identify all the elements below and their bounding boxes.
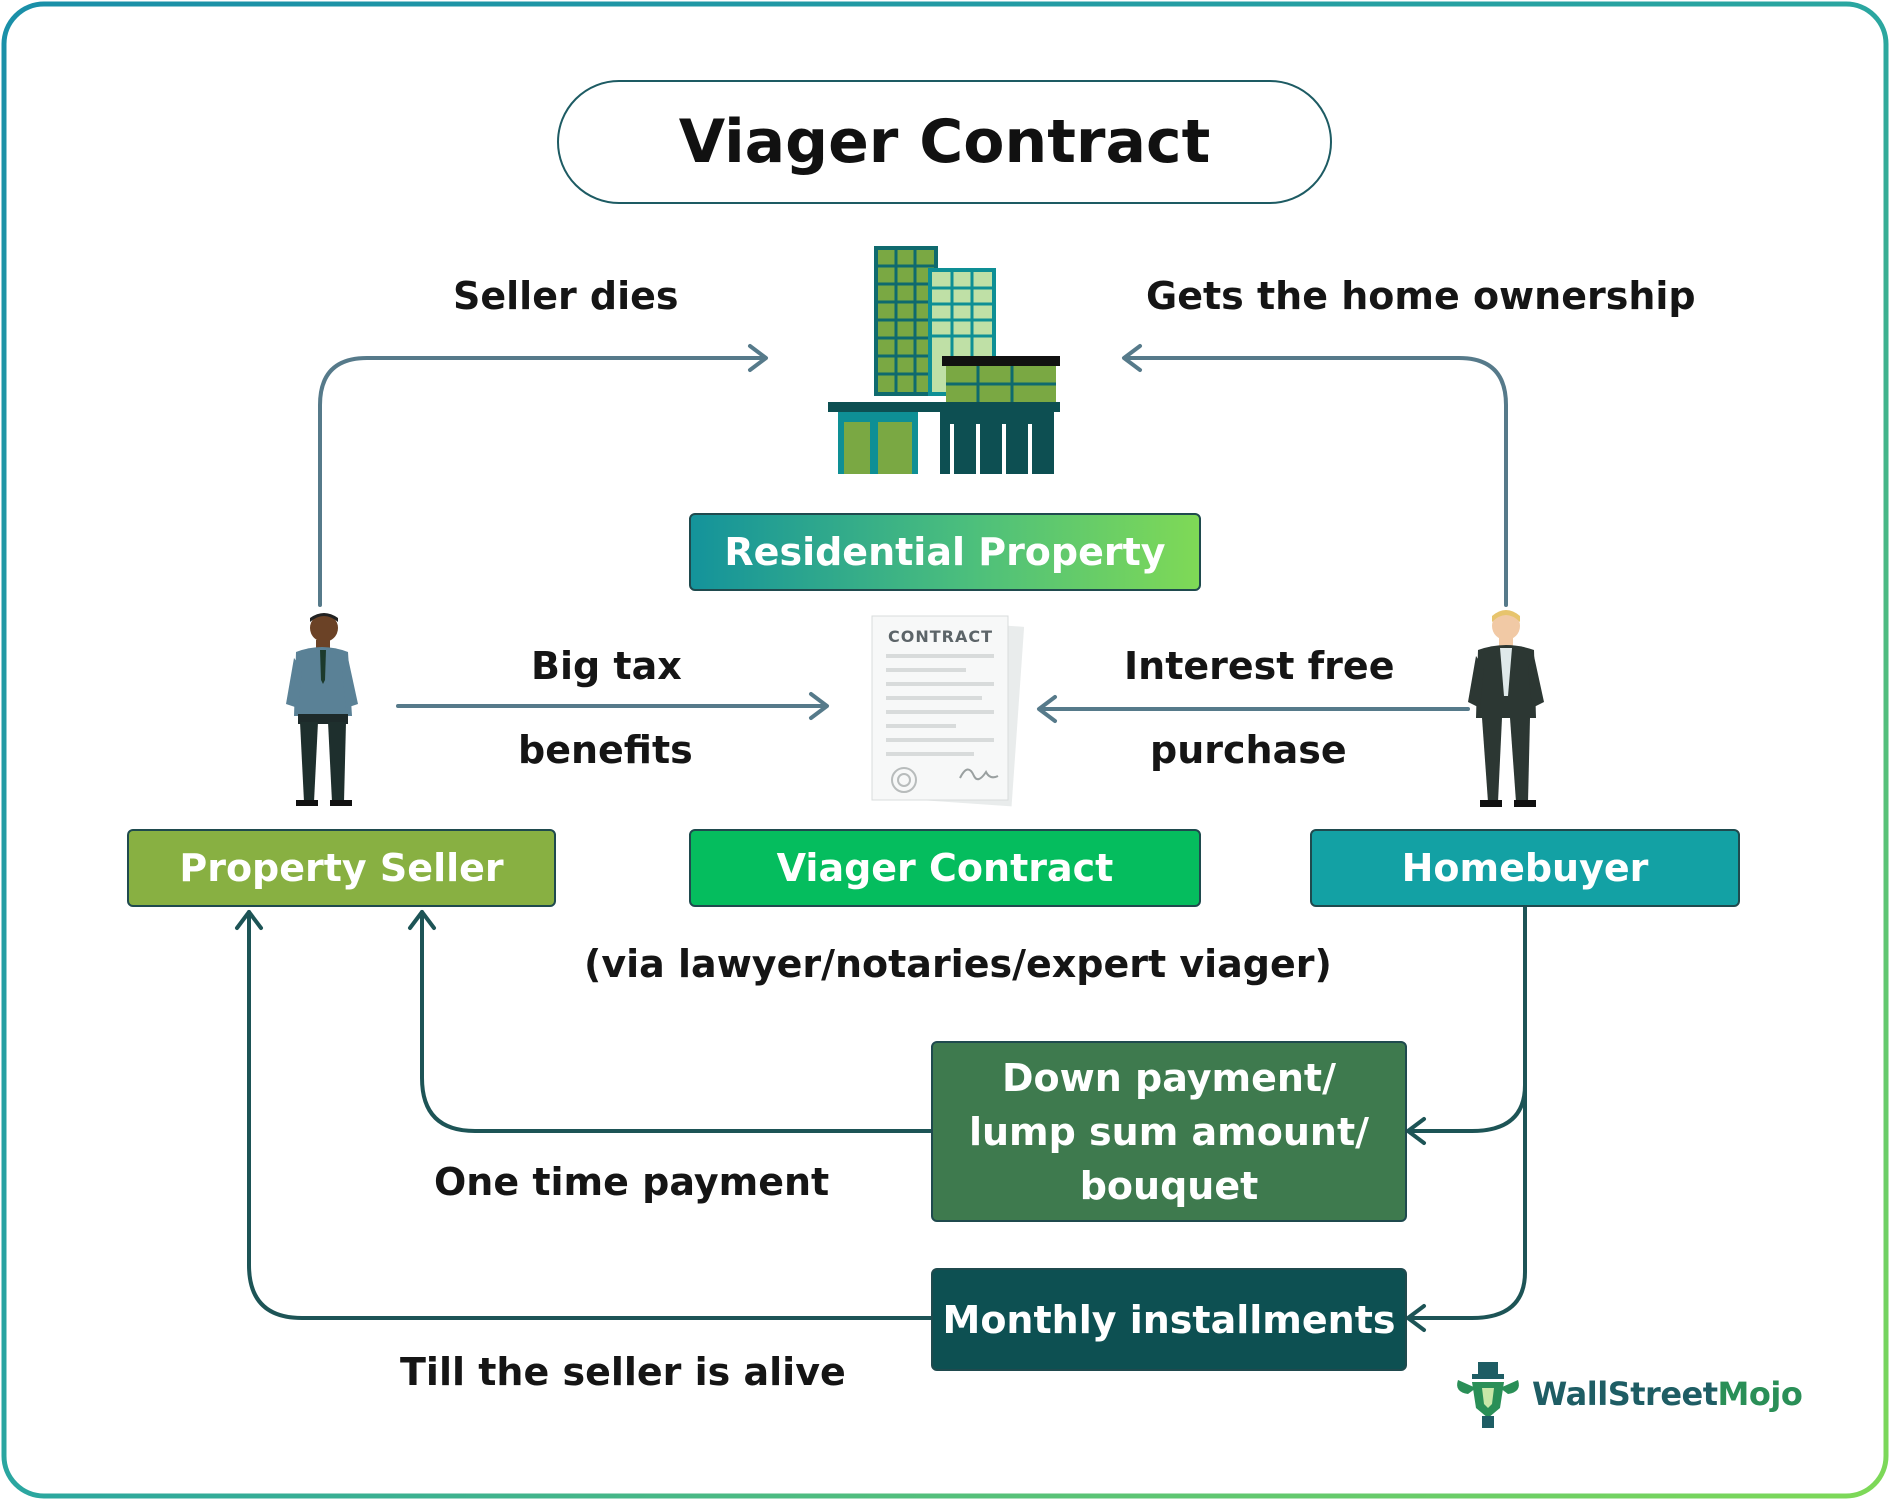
seller-person-icon [286, 613, 358, 806]
property-seller-label: Property Seller [179, 846, 504, 890]
arrow-big-tax [396, 692, 829, 720]
monthly-installments-label: Monthly installments [942, 1297, 1396, 1342]
residential-property-box: Residential Property [689, 513, 1201, 591]
homebuyer-label: Homebuyer [1401, 846, 1649, 890]
via-note-label: (via lawyer/notaries/expert viager) [584, 942, 1332, 986]
viager-contract-box: Viager Contract [689, 829, 1201, 907]
viager-contract-label: Viager Contract [776, 846, 1114, 890]
homebuyer-person-icon [1468, 610, 1544, 807]
arrow-gets-ownership [1122, 344, 1508, 607]
arrow-till-alive [235, 910, 933, 1320]
purchase-label: purchase [1150, 728, 1347, 772]
interest-free-label: Interest free [1124, 644, 1395, 688]
down-payment-line-1: Down payment/ [1002, 1055, 1336, 1100]
property-seller-box: Property Seller [127, 829, 556, 907]
one-time-payment-label: One time payment [434, 1160, 830, 1204]
till-alive-label: Till the seller is alive [400, 1350, 846, 1394]
big-tax-label: Big tax [531, 644, 682, 688]
contract-document-icon: CONTRACT [864, 612, 1024, 808]
benefits-label: benefits [518, 728, 693, 772]
arrow-one-time-payment [408, 910, 933, 1133]
arrow-buyer-payments [1406, 905, 1527, 1332]
brand-logo: WallStreetMojo [1452, 1358, 1803, 1430]
arrow-interest-free [1037, 695, 1470, 723]
monthly-installments-box: Monthly installments [931, 1268, 1407, 1371]
contract-document-title: CONTRACT [888, 627, 994, 646]
bull-logo-icon [1457, 1362, 1519, 1428]
brand-wordmark-mojo: Mojo [1717, 1375, 1803, 1413]
residential-property-label: Residential Property [724, 530, 1166, 574]
gets-ownership-label: Gets the home ownership [1146, 274, 1696, 318]
down-payment-box: Down payment/ lump sum amount/ bouquet [931, 1041, 1407, 1222]
homebuyer-box: Homebuyer [1310, 829, 1740, 907]
down-payment-line-3: bouquet [1079, 1163, 1259, 1208]
brand-wordmark: WallStreetMojo [1532, 1375, 1803, 1413]
page-title: Viager Contract [557, 80, 1332, 204]
down-payment-line-2: lump sum amount/ [968, 1109, 1370, 1154]
seller-dies-label: Seller dies [453, 274, 679, 318]
building-icon [828, 246, 1060, 474]
arrow-seller-dies [318, 344, 768, 607]
brand-wordmark-wallstreet: WallStreet [1532, 1375, 1718, 1413]
